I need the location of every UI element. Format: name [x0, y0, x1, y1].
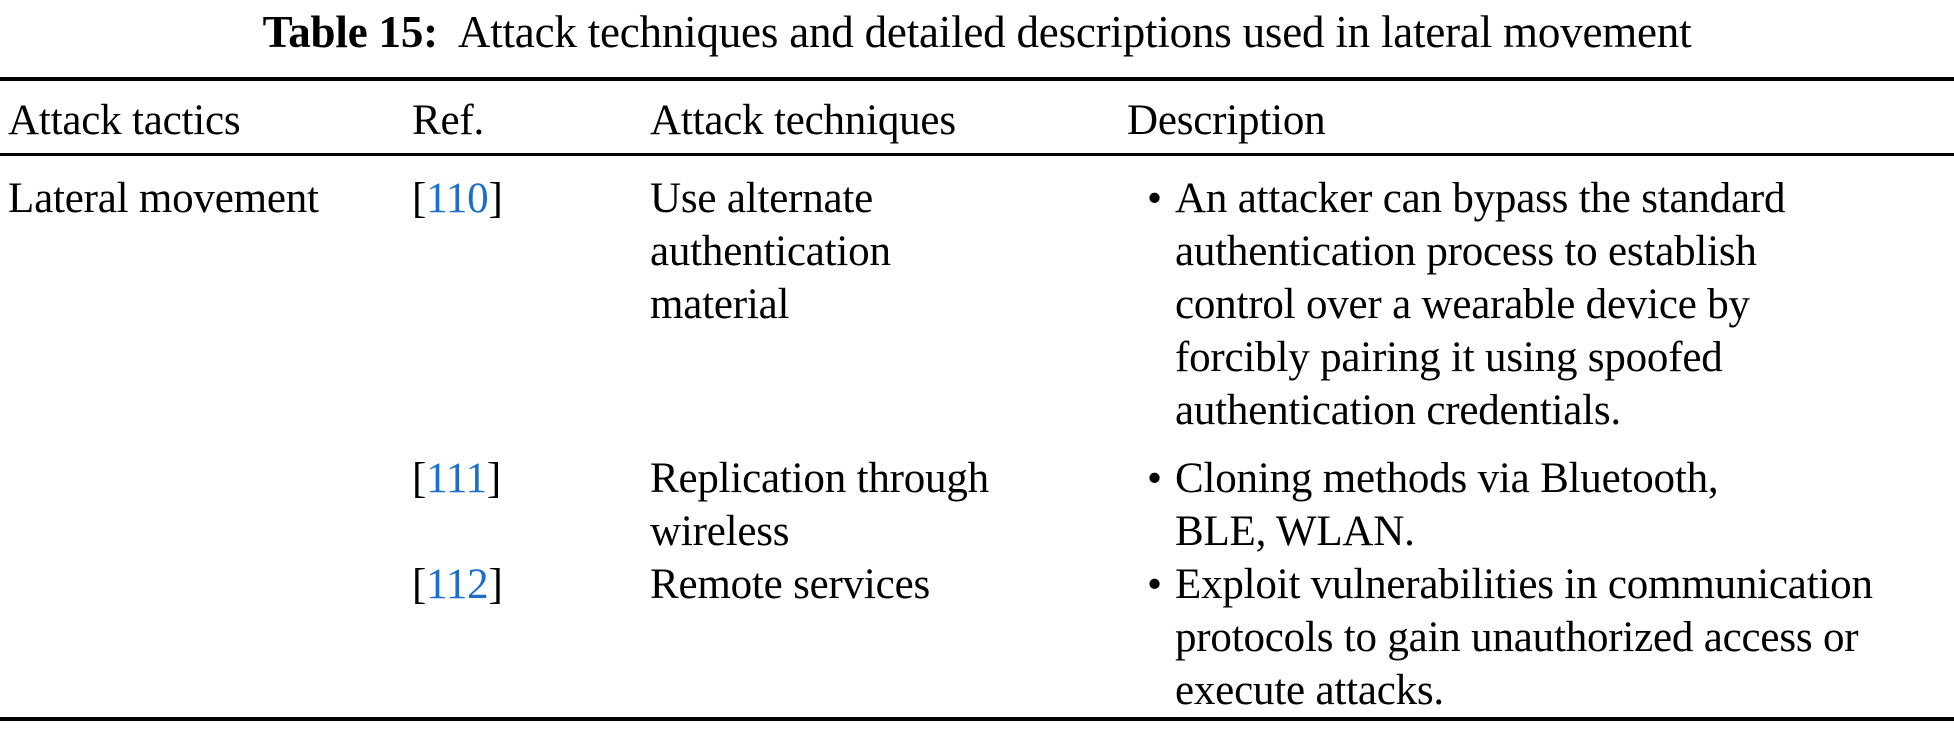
table-row: [111] Replication through wireless • Clo… — [0, 452, 1954, 558]
column-header-ref: Ref. — [412, 97, 485, 144]
citation-link-110[interactable]: 110 — [426, 175, 489, 222]
cell-ref: [110] — [412, 172, 650, 225]
table-row: [112] Remote services • Exploit vulnerab… — [0, 558, 1954, 717]
cell-attack-technique: Replication through wireless — [650, 455, 989, 555]
bullet-marker: • — [1147, 561, 1162, 608]
citation-link-111[interactable]: 111 — [426, 455, 487, 502]
cell-ref: [112] — [412, 558, 650, 611]
bullet-marker: • — [1147, 175, 1162, 222]
cell-description: • Cloning methods via Bluetooth, BLE, WL… — [1127, 452, 1954, 558]
cell-attack-technique: Use alternate authentication material — [650, 175, 891, 328]
table-bottom-rule — [0, 717, 1954, 721]
description-text: An attacker can bypass the standard auth… — [1175, 175, 1786, 434]
cell-attack-tactic: Lateral movement — [8, 175, 319, 222]
cell-ref: [111] — [412, 452, 650, 505]
bracket-close: ] — [488, 175, 503, 222]
table-caption-label: Table 15: — [262, 7, 439, 57]
cell-description: • An attacker can bypass the standard au… — [1127, 172, 1954, 437]
bracket-open: [ — [412, 455, 427, 502]
citation-link-112[interactable]: 112 — [426, 561, 489, 608]
bullet-marker: • — [1147, 455, 1162, 502]
bracket-close: ] — [486, 455, 501, 502]
column-header-attack-tactics: Attack tactics — [8, 97, 241, 144]
table-header-row: Attack tactics Ref. Attack techniques De… — [0, 81, 1954, 153]
bracket-close: ] — [488, 561, 503, 608]
table-caption: Table 15: Attack techniques and detailed … — [0, 0, 1954, 77]
table-top-rule — [0, 77, 1954, 81]
description-list-item: • An attacker can bypass the standard au… — [1127, 172, 1954, 437]
bracket-open: [ — [412, 561, 427, 608]
column-header-description: Description — [1127, 97, 1326, 144]
cell-description: • Exploit vulnerabilities in communicati… — [1127, 558, 1954, 717]
column-header-attack-techniques: Attack techniques — [650, 97, 956, 144]
description-list-item: • Exploit vulnerabilities in communicati… — [1127, 558, 1954, 717]
description-text: Cloning methods via Bluetooth, BLE, WLAN… — [1175, 455, 1719, 555]
bracket-open: [ — [412, 175, 427, 222]
table-caption-text: Attack techniques and detailed descripti… — [457, 7, 1692, 57]
table-header-rule — [0, 153, 1954, 156]
description-text: Exploit vulnerabilities in communication… — [1175, 561, 1873, 714]
cell-attack-technique: Remote services — [650, 561, 930, 608]
description-list-item: • Cloning methods via Bluetooth, BLE, WL… — [1127, 452, 1954, 558]
table-row: Lateral movement [110] Use alternate aut… — [0, 172, 1954, 437]
